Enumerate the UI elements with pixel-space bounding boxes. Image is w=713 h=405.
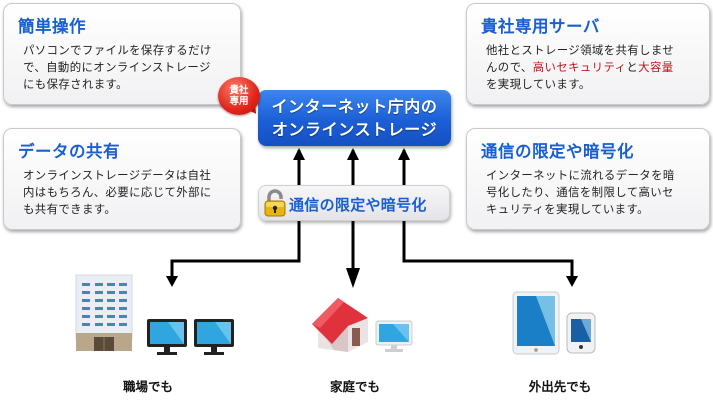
highlight-capacity: 大容量: [638, 60, 674, 74]
card-line: 他社とストレージ領域を共有しませ: [486, 43, 675, 57]
card-title: データの共有: [18, 142, 120, 161]
arrowhead-up-left: [293, 148, 305, 160]
card-title: 貴社専用サーバ: [481, 17, 600, 36]
dedicated-badge: 貴社 専用: [218, 77, 260, 115]
arrowhead-mobile: [566, 276, 578, 287]
arrowhead-up-right: [398, 148, 410, 160]
card-data-sharing: データの共有 オンラインストレージデータは自社 内はもちろん、必要に応じて外部に…: [3, 128, 241, 230]
card-line: 号化したり、通信を制限して高いセ: [486, 185, 674, 199]
desktop-monitor-icon: [147, 319, 187, 355]
badge-line1: 貴社: [229, 85, 249, 96]
secure-label: 通信の限定や暗号化: [289, 196, 427, 214]
desktop-monitor-icon: [375, 320, 413, 352]
office-building-icon: [75, 274, 133, 351]
card-line: オンラインストレージデータは自社: [23, 168, 212, 182]
card-body: オンラインストレージデータは自社 内はもちろん、必要に応じて外部に も共有できま…: [23, 167, 212, 218]
card-body: インターネットに流れるデータを暗 号化したり、通信を制限して高いセ キュリティを…: [486, 167, 675, 218]
line-to-mobile: [402, 221, 574, 278]
arrowhead-home: [346, 268, 360, 288]
line-to-office: [170, 221, 301, 278]
location-label-home: 家庭でも: [329, 379, 380, 394]
smartphone-icon: [566, 312, 596, 354]
card-line: で、自動的にオンラインストレージ: [23, 60, 211, 74]
highlight-security: 高いセキュリティ: [532, 60, 627, 74]
online-storage-box: インターネット庁内の オンラインストレージ: [258, 90, 451, 146]
arrowhead-up-center: [347, 148, 359, 160]
card-line: キュリティを実現しています。: [486, 202, 649, 216]
card-line: も共有できます。: [23, 202, 117, 216]
arrowhead-office: [166, 276, 178, 287]
storage-title-line2: オンラインストレージ: [271, 120, 438, 139]
card-text: んので、: [486, 60, 533, 74]
card-body: パソコンでファイルを保存するだけ で、自動的にオンラインストレージ にも保存され…: [23, 42, 212, 93]
location-label-mobile: 外出先でも: [528, 379, 592, 394]
card-title: 簡単操作: [18, 17, 86, 36]
card-line: にも保存されます。: [23, 77, 128, 91]
secure-communication-box: 通信の限定や暗号化: [258, 185, 450, 221]
card-body: 他社とストレージ領域を共有しませ んので、高いセキュリティと大容量 を実現してい…: [486, 42, 674, 93]
storage-title-line1: インターネット庁内の: [271, 97, 438, 116]
padlock-icon: [264, 189, 286, 217]
card-line: 内はもちろん、必要に応じて外部に: [23, 185, 212, 199]
card-line: パソコンでファイルを保存するだけ: [23, 43, 212, 57]
card-line: インターネットに流れるデータを暗: [486, 168, 675, 182]
tablet-icon: [512, 291, 560, 355]
card-title: 通信の限定や暗号化: [481, 142, 634, 161]
badge-line2: 専用: [229, 96, 249, 107]
card-easy-operation: 簡単操作 パソコンでファイルを保存するだけ で、自動的にオンラインストレージ に…: [3, 3, 241, 105]
card-encryption: 通信の限定や暗号化 インターネットに流れるデータを暗 号化したり、通信を制限して…: [466, 128, 710, 230]
card-dedicated-server: 貴社専用サーバ 他社とストレージ領域を共有しませ んので、高いセキュリティと大容…: [466, 3, 710, 105]
card-text: と: [626, 60, 639, 74]
card-line: を実現しています。: [486, 77, 591, 91]
desktop-monitor-icon: [194, 319, 234, 355]
house-icon: [312, 298, 368, 352]
location-label-office: 職場でも: [122, 379, 173, 394]
